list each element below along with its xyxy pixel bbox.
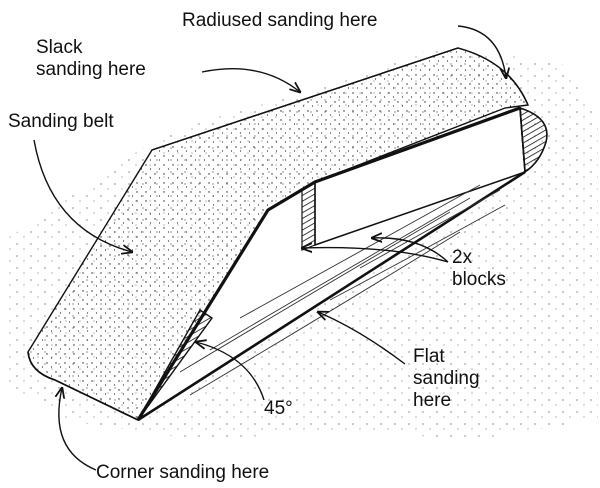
belt-back-edge xyxy=(151,47,529,151)
label-flat-line-2: sanding xyxy=(413,368,480,389)
angle-hatch xyxy=(137,308,213,421)
leader-arrows xyxy=(33,25,506,471)
arrow-blocks xyxy=(302,248,449,263)
label-corner-sanding: Corner sanding here xyxy=(96,462,270,483)
wedge-bottom-edge xyxy=(137,170,526,422)
label-flat-line-3: here xyxy=(413,390,452,411)
label-slack-line-1: Slack xyxy=(36,37,83,58)
block-end-hatch xyxy=(301,180,316,251)
arrow-corner xyxy=(59,388,97,471)
arrow-slack xyxy=(201,68,300,92)
wood-wedge xyxy=(136,106,548,422)
label-radiused-sanding: Radiused sanding here xyxy=(182,10,378,31)
label-slack-sanding: Slack sanding here xyxy=(36,37,146,81)
label-flat-line-1: Flat xyxy=(413,346,445,367)
radiused-end xyxy=(519,106,548,174)
belt-bottom-curve xyxy=(27,351,139,421)
arrow-flat xyxy=(318,312,406,365)
label-45-degrees: 45° xyxy=(264,398,293,419)
arrow-radiused xyxy=(457,25,506,78)
arrow-angle xyxy=(196,342,265,401)
arrow-belt xyxy=(33,139,132,252)
arrow-blocks-2 xyxy=(372,238,449,263)
label-blocks-line-1: 2x xyxy=(452,247,473,268)
label-blocks-line-2: blocks xyxy=(452,269,506,290)
label-2x-blocks: 2x blocks xyxy=(452,247,506,291)
label-sanding-belt: Sanding belt xyxy=(8,111,114,132)
label-flat-sanding: Flat sanding here xyxy=(413,346,480,412)
label-slack-line-2: sanding here xyxy=(36,59,146,80)
